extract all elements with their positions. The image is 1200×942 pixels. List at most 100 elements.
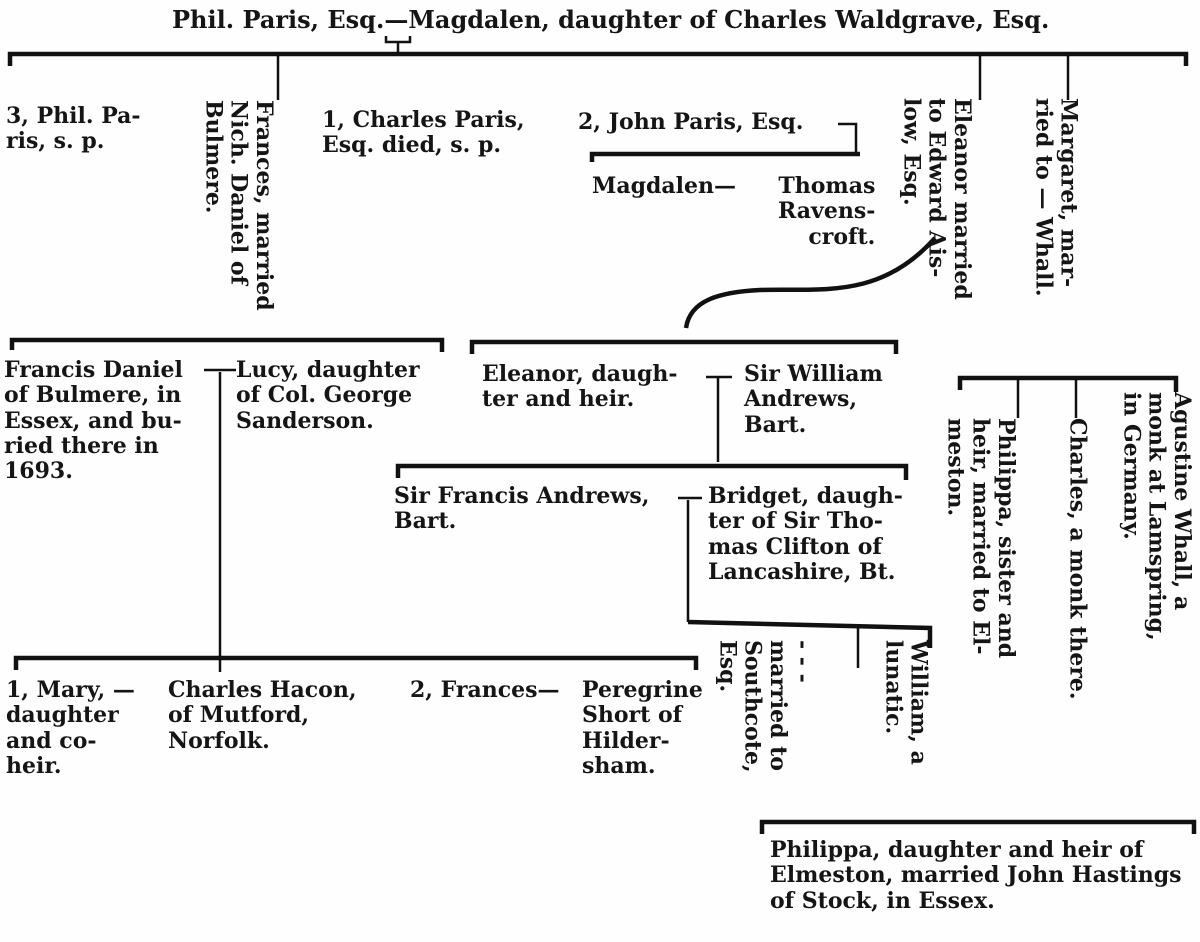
charles-paris-line-1: 1, Charles Paris, [322,107,525,133]
bracket-john [589,151,860,162]
william-andrews-line-2: Andrews, [744,386,858,413]
francis-daniel: Francis Daniel of Bulmere, in Essex, and… [4,357,183,485]
phil-paris-line-2: ris, s. p. [6,128,105,155]
bridget-clifton: Bridget, daugh- ter of Sir Tho- mas Clif… [708,483,903,585]
bracket-sir-francis [395,463,909,480]
bracket-andrews-children [687,619,933,648]
philippa-hastings-line-2: Elmeston, married John Hastings [770,862,1182,889]
francis-daniel-line-4: ried there in [4,432,159,459]
francis-daniel-line-2: of Bulmere, in [4,382,182,409]
lucy-sanderson-line-3: Sanderson. [236,407,374,434]
bridget-clifton-line-3: mas Clifton of [708,533,882,560]
john-paris: 2, John Paris, Esq. [578,109,804,135]
lucy-sanderson-line-2: of Col. George [236,382,413,409]
william-andrews-line-1: Sir William [744,361,883,387]
peregrine-short-line-3: Hilder- [582,727,670,754]
mary-daniel: 1, Mary, — daughter and co- heir. [6,677,135,779]
header-line: Phil. Paris, Esq.—Magdalen, daughter of … [172,6,1049,34]
bracket-main [7,51,1189,66]
mary-daniel-line-3: and co- [6,727,97,754]
thomas-ravenscroft-line-2: Ravens- [778,198,876,225]
phil-paris: 3, Phil. Pa- ris, s. p. [6,103,141,155]
frances-paris-line-1: Frances, married [250,100,277,311]
marriage-tick-john [838,122,858,154]
agustine-whall-line-1: Agustine Whall, a [1168,392,1195,611]
eleanor-paris-line-2: to Edward Ais- [923,98,950,278]
charles-paris-line-2: Esq. died, s. p. [322,132,502,159]
bridget-clifton-line-4: Lancashire, Bt. [708,558,896,585]
eleanor-aislow-line-2: ter and heir. [482,386,635,413]
bracket-daniel [9,337,445,352]
william-andrews-lunatic: William, a lunatic. [880,640,931,820]
eleanor-paris-line-3: low, Esq. [898,98,925,206]
charles-paris: 1, Charles Paris, Esq. died, s. p. [322,107,525,159]
charles-hacon-line-3: Norfolk. [168,727,270,754]
peregrine-short-line-1: Peregrine [582,677,703,703]
thomas-ravenscroft-line-1: Thomas [778,173,876,199]
philippa-hastings-line-3: of Stock, in Essex. [770,887,995,914]
mary-daniel-line-2: daughter [6,702,119,729]
marriage-sign: — [384,5,409,34]
eleanor-aislow-line-1: Eleanor, daugh- [482,361,678,387]
margaret-paris: Margaret, mar- ried to — Whall. [1030,98,1081,338]
francis-daniel-line-3: Essex, and bu- [4,407,182,434]
francis-daniel-line-1: Francis Daniel [4,357,183,383]
charles-hacon-line-2: of Mutford, [168,702,310,729]
father-name: Phil. Paris, Esq. [172,5,385,34]
peregrine-short-line-4: sham. [582,752,656,779]
frances-paris: Frances, married Nich. Daniel of Bulmere… [200,100,277,330]
francis-daniel-line-5: 1693. [4,458,73,485]
andrews-daughter-line-3: Southcote, [739,640,766,773]
frances-daniel: 2, Frances— [410,677,560,703]
andrews-daughter-line-1: - - - [790,640,817,683]
margaret-paris-line-1: Margaret, mar- [1055,98,1082,288]
eleanor-aislow: Eleanor, daugh- ter and heir. [482,361,678,413]
thomas-ravenscroft-line-3: croft. [808,223,876,250]
lucy-sanderson: Lucy, daughter of Col. George Sanderson. [236,357,420,434]
bracket-hastings [759,819,1197,834]
bracket-andrews [469,339,899,354]
philippa-whall-line-1: Philippa, sister and [992,418,1019,659]
philippa-whall-line-2: heir, married to El- [967,418,994,655]
phil-paris-line-1: 3, Phil. Pa- [6,103,141,129]
william-andrews-line-3: Bart. [744,411,807,438]
andrews-daughter-southcote: - - - married to Southcote, Esq. [714,640,817,820]
eleanor-paris-line-1: Eleanor married [948,98,975,300]
mary-daniel-line-4: heir. [6,752,62,779]
francis-andrews-line-1: Sir Francis Andrews, [394,483,650,509]
andrews-daughter-line-2: married to [764,640,791,771]
eleanor-paris: Eleanor married to Edward Ais- low, Esq. [898,98,975,338]
bracket-whall [957,375,1179,392]
frances-paris-line-2: Nich. Daniel of [225,100,252,286]
francis-andrews: Sir Francis Andrews, Bart. [394,483,650,535]
philippa-hastings: Philippa, daughter and heir of Elmeston,… [770,837,1182,914]
philippa-whall-line-3: meston. [942,418,969,517]
andrews-daughter-line-4: Esq. [714,640,741,693]
descent-eleanor [683,236,937,329]
magdalen-paris: Magdalen— [592,173,736,199]
frances-paris-line-3: Bulmere. [200,100,227,214]
mary-daniel-line-1: 1, Mary, — [6,677,135,703]
mother-name: Magdalen, daughter of Charles Waldgrave,… [408,5,1050,34]
francis-andrews-line-2: Bart. [394,508,457,535]
william-andrews: Sir William Andrews, Bart. [744,361,883,438]
bridget-clifton-line-1: Bridget, daugh- [708,483,903,509]
charles-whall: Charles, a monk there. [1064,418,1091,718]
lucy-sanderson-line-1: Lucy, daughter [236,357,420,383]
agustine-whall-line-2: monk at Lamspring, [1143,392,1170,641]
philippa-whall: Philippa, sister and heir, married to El… [942,418,1019,708]
charles-hacon-line-1: Charles Hacon, [168,677,357,703]
agustine-whall-line-3: in Germany. [1118,392,1145,540]
bracket-daniel-children [13,655,699,670]
agustine-whall: Agustine Whall, a monk at Lamspring, in … [1118,392,1195,692]
margaret-paris-line-2: ried to — Whall. [1030,98,1057,297]
marriage-tick-top [384,36,412,44]
william-lunatic-line-1: William, a [905,640,932,765]
charles-whall-line-1: Charles, a monk there. [1064,418,1091,700]
philippa-hastings-line-1: Philippa, daughter and heir of [770,837,1144,863]
peregrine-short-line-2: Short of [582,702,683,729]
thomas-ravenscroft: Thomas Ravens- croft. [752,173,876,250]
william-lunatic-line-2: lunatic. [880,640,907,735]
